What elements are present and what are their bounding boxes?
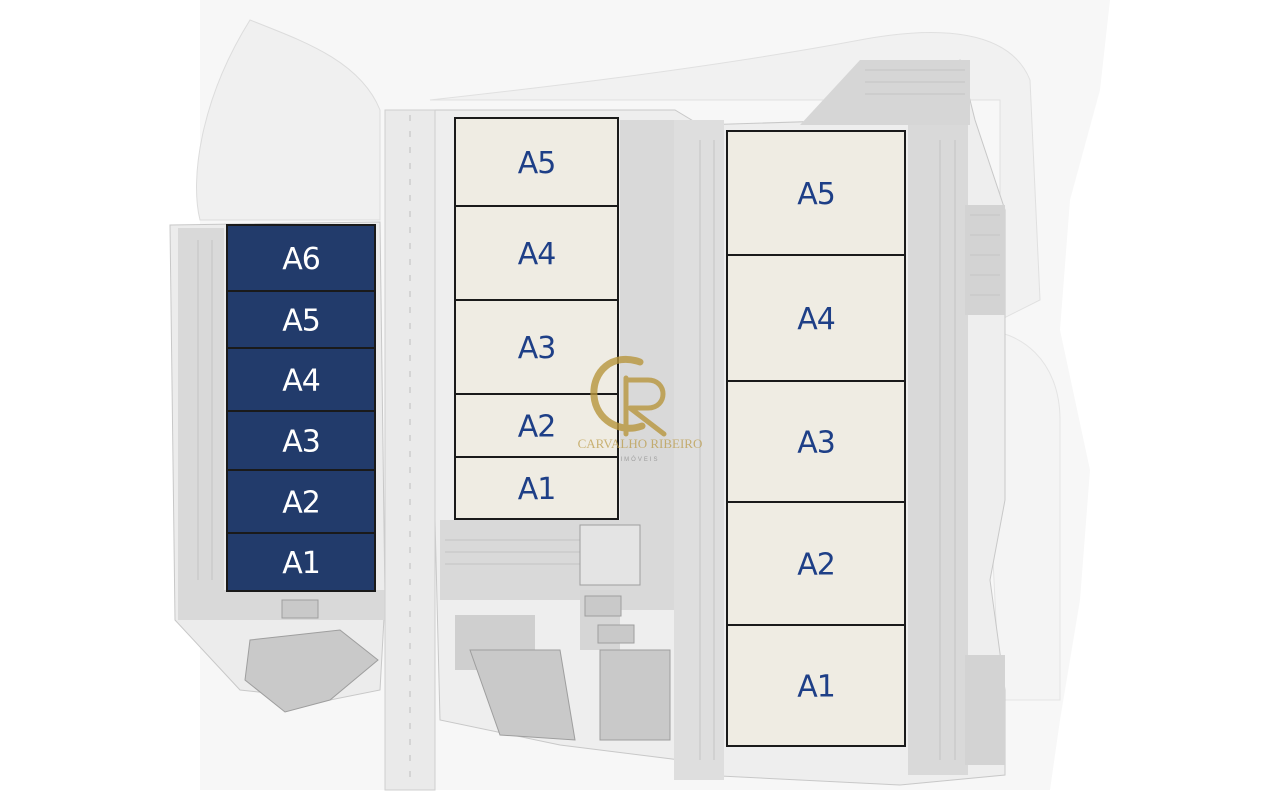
building-2-unit-label-a2: A2: [518, 410, 556, 445]
building-1-unit-a6[interactable]: [226, 224, 376, 292]
building-1-unit-a4[interactable]: [226, 347, 376, 412]
building-3-unit-label-a3: A3: [797, 426, 835, 461]
building-2-unit-a2[interactable]: [454, 393, 619, 458]
building-3-unit-label-a4: A4: [797, 302, 835, 337]
building-1-unit-label-a2: A2: [282, 486, 320, 521]
ancillary-structures: [244, 524, 671, 741]
building-2-unit-a4[interactable]: [454, 205, 619, 301]
building-2-unit-label-a3: A3: [518, 331, 556, 366]
building-2-unit-label-a4: A4: [518, 237, 556, 272]
building-1-unit-label-a1: A1: [282, 546, 320, 581]
cr-monogram-logo: [590, 355, 667, 437]
building-1-unit-label-a5: A5: [282, 304, 320, 339]
watermark: CARVALHO RIBEIRO IMÓVEIS: [578, 355, 703, 463]
building-1-unit-label-a6: A6: [282, 242, 320, 277]
building-2-unit-label-a1: A1: [518, 472, 556, 507]
building-2-unit-a3[interactable]: [454, 299, 619, 395]
building-3-unit-label-a1: A1: [797, 670, 835, 705]
building-1-unit-label-a3: A3: [282, 425, 320, 460]
building-3-unit-a1[interactable]: [726, 624, 906, 747]
building-3-unit-label-a5: A5: [797, 177, 835, 212]
building-1-unit-label-a4: A4: [282, 364, 320, 399]
building-2-unit-a1[interactable]: [454, 456, 619, 520]
building-1-unit-a1[interactable]: [226, 532, 376, 592]
building-3-unit-a4[interactable]: [726, 254, 906, 382]
building-1-unit-a5[interactable]: [226, 290, 376, 349]
building-2-unit-label-a5: A5: [518, 146, 556, 181]
watermark-tagline: IMÓVEIS: [620, 456, 659, 463]
building-3-unit-label-a2: A2: [797, 548, 835, 583]
building-3-unit-a2[interactable]: [726, 501, 906, 626]
pavement: [178, 60, 1005, 791]
parking-stripes: [197, 69, 1000, 760]
watermark-brand-name: CARVALHO RIBEIRO: [578, 436, 703, 451]
building-2-unit-a5[interactable]: [454, 117, 619, 207]
building-1-unit-a3[interactable]: [226, 410, 376, 471]
